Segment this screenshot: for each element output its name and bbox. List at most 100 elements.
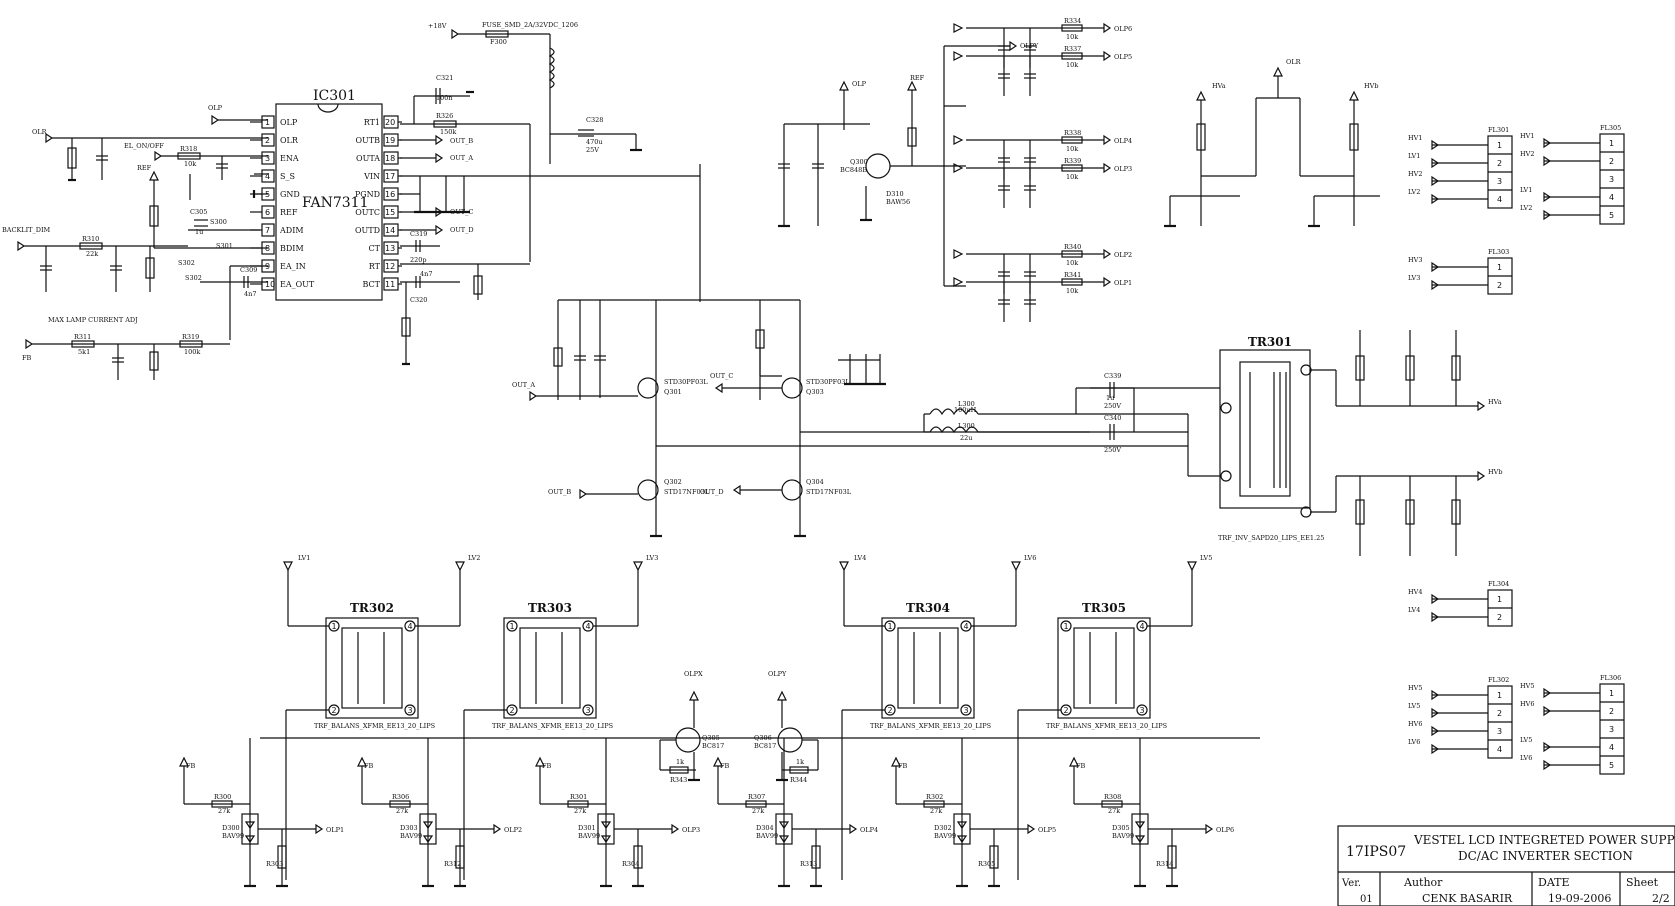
connector-ref: FL306 — [1600, 674, 1621, 682]
ic-right-pin-num: 19 — [385, 136, 395, 145]
olp-resistor-val: 10k — [1066, 287, 1078, 295]
connector-pin: 5 — [1609, 211, 1614, 220]
c328-val: 470u — [586, 138, 603, 146]
lamp-fb-label: FB — [364, 762, 374, 770]
balun-pin: 1 — [888, 622, 893, 631]
date-label: DATE — [1538, 876, 1570, 889]
ic-right-pin-num: 11 — [385, 280, 395, 289]
q302-ref: Q302 — [664, 478, 682, 486]
ic-right-pin-num: 16 — [385, 190, 395, 199]
ic-right-pin-name: PGND — [355, 190, 380, 199]
r326-val: 150k — [440, 128, 456, 136]
connector-net: HV1 — [1408, 134, 1423, 142]
lamp-r-val: 27k — [752, 807, 764, 815]
connector-net: LV1 — [1408, 152, 1420, 160]
r343-val: 1k — [676, 758, 684, 766]
connector-ref: FL303 — [1488, 248, 1509, 256]
lamp-r-val: 27k — [396, 807, 408, 815]
ic-left-pin-name: EA_OUT — [280, 280, 315, 289]
r343-ref: R343 — [670, 776, 687, 784]
q300-part: BC848B — [840, 166, 867, 174]
lamp-olp-label: OLP4 — [860, 826, 878, 834]
ic-right-pin-num: 18 — [385, 154, 395, 163]
ic-left-pin-num: 7 — [265, 226, 270, 235]
c340-rating: 250V — [1104, 446, 1121, 454]
connector-net: HV2 — [1408, 170, 1423, 178]
balun-lv-right: LV3 — [646, 554, 658, 562]
balun-lv-right: LV2 — [468, 554, 480, 562]
balun-pin: 1 — [510, 622, 515, 631]
olp-net-label: OLP4 — [1114, 137, 1132, 145]
s300-ref: S300 — [210, 218, 227, 226]
author-label: Author — [1403, 876, 1443, 889]
balun-part: TRF_BALANS_XFMR_EE13_20_LIPS — [1046, 722, 1167, 730]
out-c-label-q: OUT_C — [710, 372, 733, 380]
r318-ref: R318 — [180, 145, 197, 153]
balun-pin: 3 — [964, 706, 969, 715]
lamp-d-part: BAV99 — [578, 832, 600, 840]
lamp-rb-ref: R313 — [800, 860, 817, 868]
olp-detectors: R33410kOLP6R33710kOLP5R33810kOLP4R33910k… — [953, 17, 1132, 322]
ic-left-pin-name: S_S — [280, 172, 295, 181]
out-b-label-ic: OUT_B — [450, 137, 473, 145]
lamp-fb-label: FB — [542, 762, 552, 770]
lamp-fb-label: FB — [898, 762, 908, 770]
lamp-rb-ref: R312 — [444, 860, 461, 868]
fuse-label: FUSE_SMD_2A/32VDC_1206 — [482, 21, 578, 29]
balun-lv-right: LV6 — [1024, 554, 1036, 562]
connector-pin: 4 — [1497, 745, 1502, 754]
c328-rating: 25V — [586, 146, 599, 154]
s303-ref: S302 — [185, 274, 202, 282]
ic-left-pin-name: REF — [280, 208, 298, 217]
connector-pin: 2 — [1497, 613, 1502, 622]
olp-net-label: OLP2 — [1114, 251, 1132, 259]
olpy-label-low: OLPY — [768, 670, 787, 678]
ic-left-pin-num: 3 — [265, 154, 270, 163]
olp-resistor-val: 10k — [1066, 173, 1078, 181]
connector-pin: 1 — [1497, 263, 1502, 272]
ic-left-pin-name: EA_IN — [280, 262, 306, 271]
lamp-olp-label: OLP3 — [682, 826, 700, 834]
ic-right-pin-name: BCT — [363, 280, 381, 289]
connector-net: HV6 — [1520, 700, 1535, 708]
tr301-part: TRF_INV_SAPD20_LIPS_EE1.25 — [1218, 534, 1324, 542]
out-d-label-q: OUT_D — [700, 488, 724, 496]
connector-net: LV6 — [1520, 754, 1532, 762]
q305-q306: Q305 BC817 OLPX 1k R343 Q306 BC817 OLPY … — [260, 670, 1260, 784]
olp-net-label: OLP5 — [1114, 53, 1132, 61]
balun-pin: 4 — [586, 622, 591, 631]
balun-pin: 2 — [332, 706, 337, 715]
lamp-r-ref: R306 — [392, 793, 409, 801]
connector-pin: 4 — [1609, 193, 1614, 202]
ic-left-pin-num: 6 — [265, 208, 270, 217]
ic-left-pin-name: GND — [280, 190, 300, 199]
olp-resistor-ref: R340 — [1064, 243, 1081, 251]
lamp-r-ref: R302 — [926, 793, 943, 801]
connector-ref: FL305 — [1600, 124, 1621, 132]
lamp-d-part: BAV99 — [934, 832, 956, 840]
q303-ref: Q303 — [806, 388, 824, 396]
lamp-r-ref: R301 — [570, 793, 587, 801]
out-b-label-q: OUT_B — [548, 488, 571, 496]
olp-resistor-ref: R341 — [1064, 271, 1081, 279]
ver-value: 01 — [1360, 894, 1373, 905]
connector-net: HV5 — [1520, 682, 1535, 690]
ic-right-pin-name: OUTC — [355, 208, 380, 217]
balun-pin: 3 — [586, 706, 591, 715]
author-value: CENK BASARIR — [1422, 892, 1513, 905]
tr301: TR301 TRF_INV_SAPD20_LIPS_EE1.25 HVa HVb — [1090, 330, 1503, 556]
q304-ref: Q304 — [806, 478, 824, 486]
olp-net-label: OLP1 — [1114, 279, 1132, 287]
balun-pin: 2 — [1064, 706, 1069, 715]
ic-right-pin-name: OUTA — [356, 154, 380, 163]
net-olr-label: OLR — [32, 128, 48, 136]
lamp-olp-label: OLP2 — [504, 826, 522, 834]
lamp-sense-channels: FBR30027kD300BAV99OLP1R303FBR30627kD303B… — [179, 738, 1234, 888]
lamp-rb-ref: R314 — [1156, 860, 1173, 868]
hvb-label-tr: HVb — [1488, 468, 1503, 476]
r344-ref: R344 — [790, 776, 807, 784]
ic-right-network: R326 150k C321 100n OUT_B OUT_A OUT_C OU… — [400, 74, 700, 366]
lamp-fb-label: FB — [720, 762, 730, 770]
resonant-tank: L300 100uH L300 22u C339 1u 250V C340 25… — [923, 372, 1135, 454]
